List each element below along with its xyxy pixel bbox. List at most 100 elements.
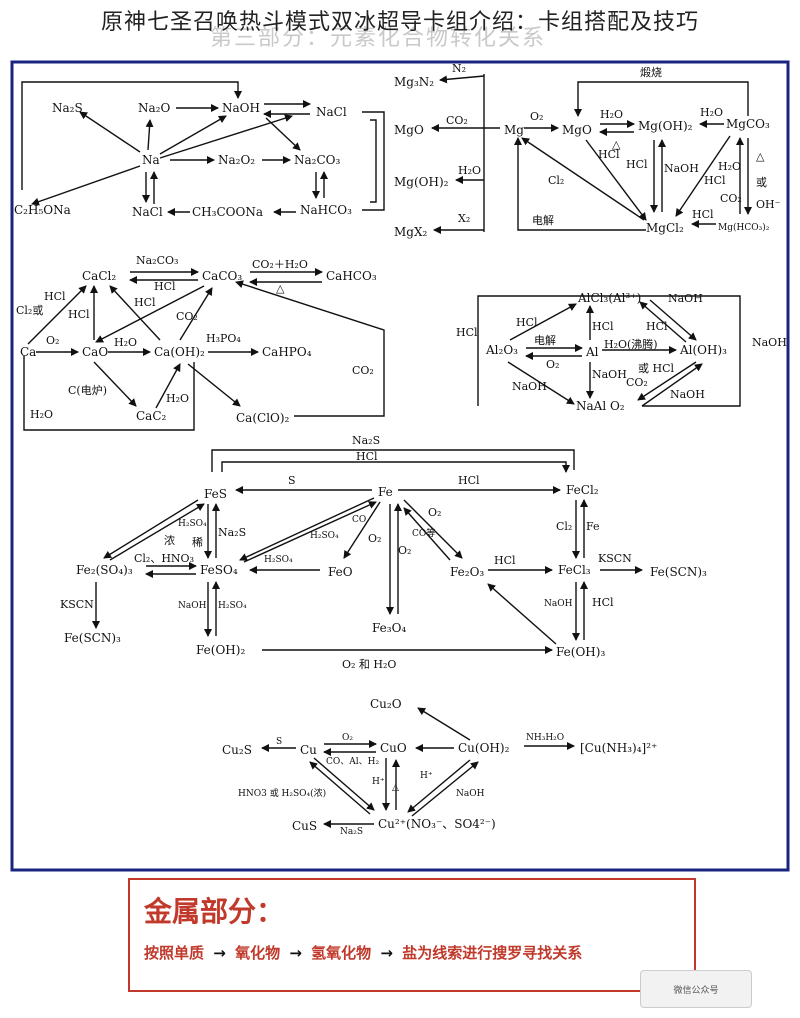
label-naoh-al3: NaOH <box>592 368 627 381</box>
label-cfurn: C(电炉) <box>68 384 107 397</box>
label-coalh2: CO、Al、H₂ <box>326 757 379 767</box>
na-loop-arrow <box>21 81 242 190</box>
label-hcl-fe2: HCl <box>458 474 480 487</box>
node-mgx2: MgX₂ <box>394 225 428 239</box>
node-cu2plus: Cu²⁺(NO₃⁻、SO4²⁻) <box>378 817 496 831</box>
label-nong: 浓 <box>164 534 175 547</box>
node-mgcl2: MgCl₂ <box>646 221 684 235</box>
label-naoh-al: NaOH <box>668 292 703 305</box>
label-h2o-ca3: H₂O <box>30 408 53 421</box>
label-o2: O₂ <box>530 110 543 123</box>
section-title: 第三部分：元素化合物转化关系 <box>210 26 547 51</box>
node-cahpo4: CaHPO₄ <box>262 345 312 359</box>
node-cu: Cu <box>300 743 317 757</box>
watermark-logo: 微信公众号 <box>640 970 752 1008</box>
node-naoh: NaOH <box>222 101 260 115</box>
label-hcl-ca2: HCl <box>44 290 66 303</box>
label-co2-ca2: CO₂ <box>352 364 374 377</box>
label-codeng: CO等 <box>412 527 435 539</box>
node-fe3o4: Fe₃O₄ <box>372 621 406 635</box>
label-hcl-3: HCl <box>704 174 726 187</box>
node-feoh3: Fe(OH)₃ <box>556 645 605 659</box>
node-cao: CaO <box>82 345 108 359</box>
node-mghco32: Mg(HCO₃)₂ <box>718 222 770 233</box>
node-mgoh2-left: Mg(OH)₂ <box>394 175 449 189</box>
node-fecl2: FeCl₂ <box>566 483 599 497</box>
node-caclo2: Ca(ClO)₂ <box>236 411 290 425</box>
label-co2-al: CO₂ <box>626 376 648 389</box>
label-h2o-ca: H₂O <box>114 336 137 349</box>
label-electrolysis: 电解 <box>532 213 554 227</box>
node-feso4: FeSO₄ <box>200 563 238 577</box>
node-mg3n2: Mg₃N₂ <box>394 75 434 89</box>
legend-step-2: 氧化物 <box>235 944 281 962</box>
label-o2-ca: O₂ <box>46 334 59 347</box>
node-mgoh2: Mg(OH)₂ <box>638 119 693 133</box>
node-na2s: Na₂S <box>52 101 83 115</box>
label-hcl-al4: HCl <box>646 320 668 333</box>
node-al2o3: Al₂O₃ <box>485 343 518 357</box>
label-na2s-cu: Na₂S <box>340 827 363 837</box>
label-co: CO <box>352 515 366 525</box>
node-caoh2: Ca(OH)₂ <box>154 345 205 359</box>
label-hcl-al2: HCl <box>516 316 538 329</box>
label-o2-fe: O₂ <box>368 532 381 545</box>
node-cuo: CuO <box>380 741 407 755</box>
node-cunh34: [Cu(NH₃)₄]²⁺ <box>580 741 657 755</box>
label-h2o-4: H₂O <box>718 160 741 173</box>
label-orhcl: 或 HCl <box>638 362 675 375</box>
label-s: S <box>288 474 296 487</box>
node-fescn3: Fe(SCN)₃ <box>650 565 707 579</box>
node-na2o: Na₂O <box>138 101 170 115</box>
node-fecl3: FeCl₃ <box>558 563 591 577</box>
label-hcl-al3: HCl <box>592 320 614 333</box>
label-hno3: HNO3 或 H₂SO₄(浓) <box>238 787 326 799</box>
label-hcl-ca3: HCl <box>68 308 90 321</box>
legend-arrow-2: → <box>289 944 302 962</box>
node-na2co3: Na₂CO₃ <box>294 153 340 167</box>
label-naoh-al4: NaOH <box>512 380 547 393</box>
node-cacl2: CaCl₂ <box>82 269 116 283</box>
legend-step-3: 氢氧化物 <box>311 944 372 962</box>
label-h2o-3: H₂O <box>700 106 723 119</box>
label-hcl-ca4: HCl <box>134 296 156 309</box>
label-o2-fe2: O₂ <box>398 544 411 557</box>
node-feo: FeO <box>328 565 353 579</box>
label-fe: Fe <box>586 520 600 533</box>
node-c2h5ona: C₂H₅ONa <box>14 203 71 217</box>
node-mgo-left: MgO <box>394 123 424 137</box>
node-cu2o: Cu₂O <box>370 697 402 711</box>
label-h3po4: H₃PO₄ <box>206 332 241 345</box>
label-or: 或 <box>756 176 767 189</box>
label-hcl-2: HCl <box>626 158 648 171</box>
label-delta-ca: △ <box>276 282 285 295</box>
label-hplus-2: H⁺ <box>420 771 433 781</box>
node-cus: CuS <box>292 819 317 833</box>
label-hcl-al: HCl <box>456 326 478 339</box>
label-o2-al: O₂ <box>546 358 559 371</box>
node-fescn3-left: Fe(SCN)₃ <box>64 631 121 645</box>
label-cl2: Cl₂ <box>548 174 564 187</box>
label-o2-cu: O₂ <box>342 733 353 743</box>
label-h2oboil: H₂O(沸腾) <box>604 337 658 351</box>
node-fe2o3: Fe₂O₃ <box>450 565 484 579</box>
node-ch3coona: CH₃COONa <box>192 205 263 219</box>
label-h2o: H₂O <box>458 164 481 177</box>
legend-title: 金属部分： <box>144 895 285 928</box>
label-hcl-fe3: HCl <box>494 554 516 567</box>
legend-arrow-3: → <box>380 944 393 962</box>
node-cac2: CaC₂ <box>136 409 167 423</box>
node-fe: Fe <box>378 485 393 499</box>
legend-line: 按照单质 → 氧化物 → 氢氧化物 → 盐为线索进行搜罗寻找关系 <box>144 942 586 963</box>
label-hcl-ca: HCl <box>154 280 176 293</box>
label-naoh-al5: NaOH <box>670 388 705 401</box>
node-nacl-top: NaCl <box>316 105 347 119</box>
label-h2so4-2: H₂SO₄ <box>310 531 339 541</box>
label-kscn: KSCN <box>598 552 632 565</box>
node-cahco3: CaHCO₃ <box>326 269 377 283</box>
label-xi: 稀 <box>192 536 203 549</box>
label-co2: CO₂ <box>446 114 468 127</box>
label-na2co3: Na₂CO₃ <box>136 254 178 267</box>
label-hcl-fe4: HCl <box>592 596 614 609</box>
label-cl2or: Cl₂或 <box>16 304 43 317</box>
